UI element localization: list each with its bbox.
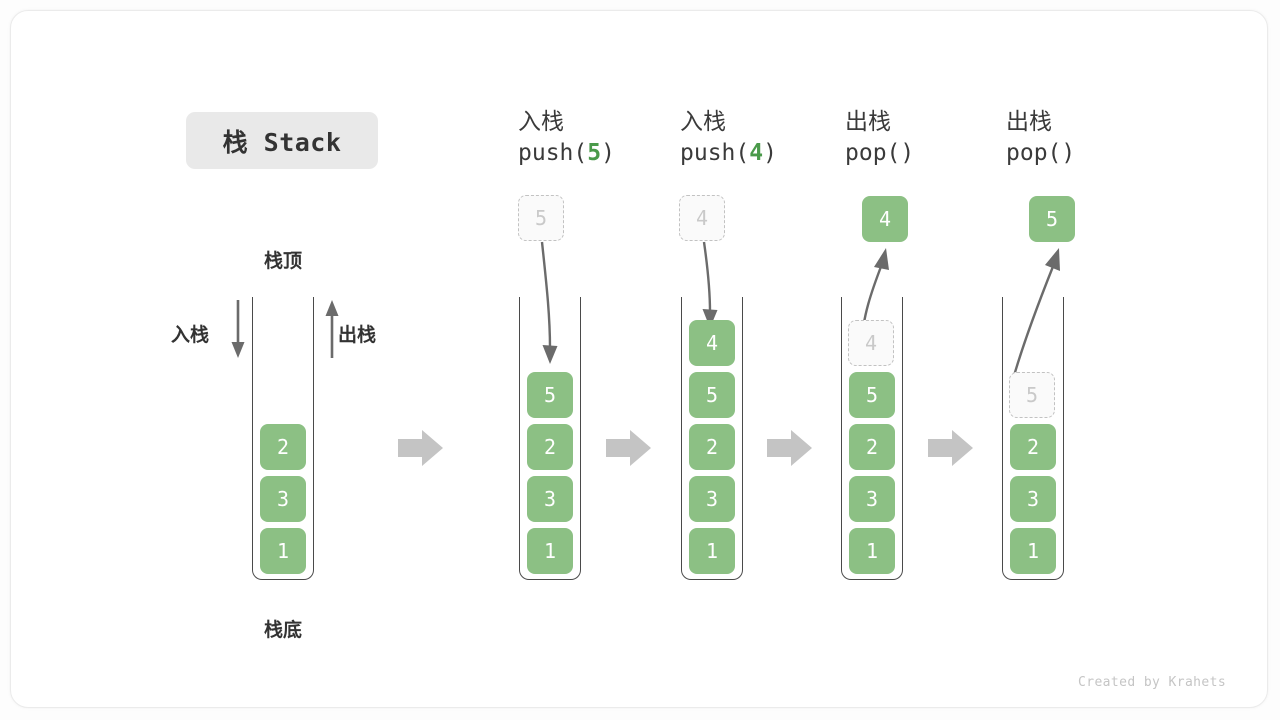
stack-cell: 1	[260, 528, 306, 574]
push-direction-label: 入栈	[171, 325, 210, 346]
step-header-cn: 出栈	[1006, 108, 1052, 134]
step-header-pop-2: 出栈 pop()	[1006, 106, 1176, 169]
stack-cell: 3	[527, 476, 573, 522]
step-header-push-4: 入栈 push(4)	[680, 106, 850, 169]
stack-cell: 5	[849, 372, 895, 418]
code-suffix: )	[1061, 139, 1076, 166]
step-header-cn: 入栈	[518, 108, 564, 134]
code-suffix: )	[763, 139, 777, 166]
code-prefix: pop(	[1006, 139, 1062, 166]
stack-cell: 1	[527, 528, 573, 574]
pop-direction-label: 出栈	[338, 325, 377, 346]
code-suffix: )	[900, 139, 915, 166]
code-suffix: )	[601, 139, 615, 166]
credit-label: Created by Krahets	[1078, 675, 1227, 690]
step-header-cn: 出栈	[845, 108, 891, 134]
stack-cell: 3	[1010, 476, 1056, 522]
push-motion-arrow-icon	[540, 241, 558, 364]
stack-cell: 2	[849, 424, 895, 470]
code-prefix: push(	[518, 139, 588, 166]
code-argument: 4	[749, 139, 764, 166]
stack-cell: 1	[849, 528, 895, 574]
stack-cell: 2	[1010, 424, 1056, 470]
stack-cell: 3	[689, 476, 735, 522]
stack-cell: 2	[689, 424, 735, 470]
transition-arrow-icon	[398, 430, 443, 466]
ghost-element-pop-4: 4	[848, 320, 894, 366]
step-header-cn: 入栈	[680, 108, 726, 134]
popped-element-5: 5	[1029, 196, 1075, 242]
stack-cell: 2	[260, 424, 306, 470]
stack-container-push-5	[519, 297, 581, 580]
push-direction-arrow-icon	[231, 300, 245, 358]
ghost-element-push-5: 5	[518, 195, 564, 241]
push-motion-arrow-icon	[702, 241, 718, 328]
step-header-push-5: 入栈 push(5)	[518, 106, 688, 169]
code-argument: 5	[587, 139, 602, 166]
transition-arrow-icon	[606, 430, 651, 466]
stack-cell: 3	[260, 476, 306, 522]
popped-element-4: 4	[862, 196, 908, 242]
step-header-code: push(5)	[518, 138, 688, 170]
transition-arrow-icon	[767, 430, 812, 466]
stack-container-initial	[252, 297, 314, 580]
stack-container-pop-2	[1002, 297, 1064, 580]
step-header-code: pop()	[845, 138, 1015, 170]
step-header-pop-1: 出栈 pop()	[845, 106, 1015, 169]
stack-bottom-label: 栈底	[263, 620, 302, 641]
stack-cell: 2	[527, 424, 573, 470]
title-badge-label: 栈 Stack	[222, 127, 342, 157]
stack-top-label: 栈顶	[263, 251, 302, 272]
stack-container-push-4	[681, 297, 743, 580]
ghost-element-push-4: 4	[679, 195, 725, 241]
stack-cell: 5	[689, 372, 735, 418]
code-prefix: pop(	[845, 139, 901, 166]
stack-cell: 1	[689, 528, 735, 574]
stack-cell: 5	[527, 372, 573, 418]
step-header-code: pop()	[1006, 138, 1176, 170]
title-badge: 栈 Stack	[186, 112, 378, 169]
stack-cell: 3	[849, 476, 895, 522]
step-header-code: push(4)	[680, 138, 850, 170]
transition-arrow-icon	[928, 430, 973, 466]
ghost-element-pop-5: 5	[1009, 372, 1055, 418]
stack-cell: 1	[1010, 528, 1056, 574]
stack-cell: 4	[689, 320, 735, 366]
code-prefix: push(	[680, 139, 750, 166]
stack-container-pop-1	[841, 297, 903, 580]
pop-direction-arrow-icon	[325, 300, 339, 358]
